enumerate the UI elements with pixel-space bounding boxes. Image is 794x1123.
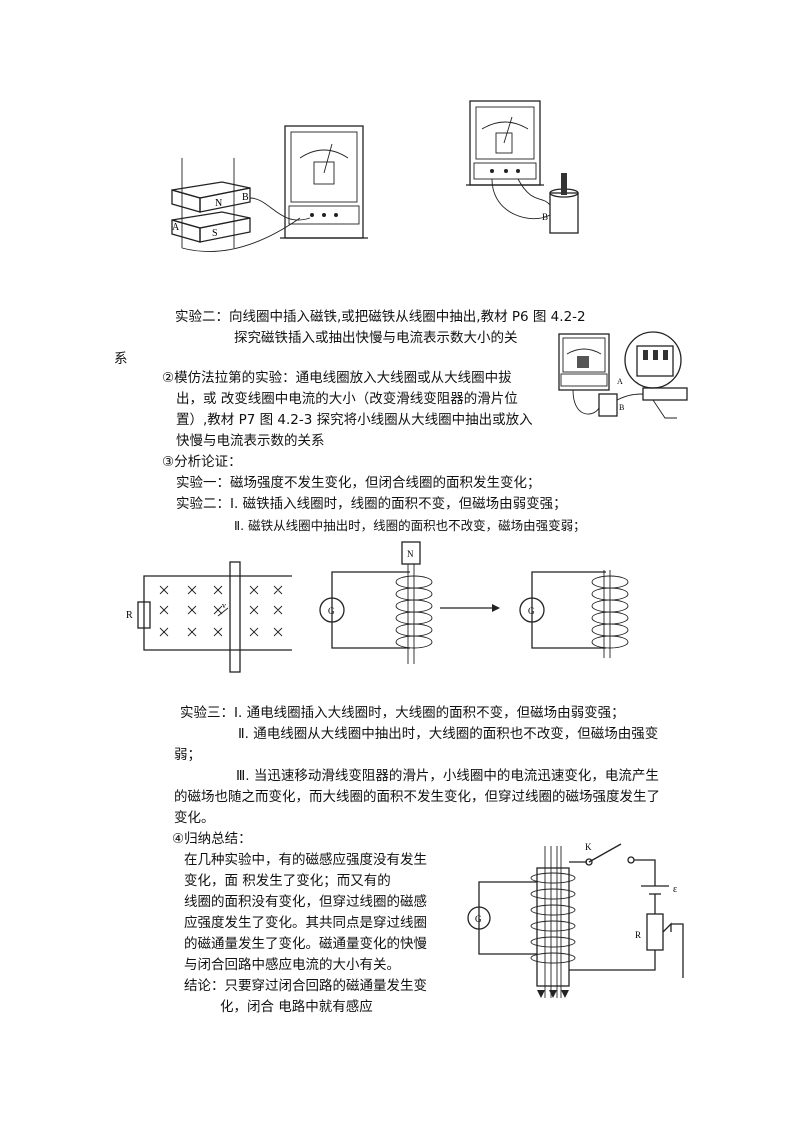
p2-line1: ②模仿法拉第的实验：通电线圈放入大线圈或从大线圈中拔 (162, 370, 512, 386)
p4-line2: 变化，面 积发生了变化；而又有的 (184, 873, 391, 889)
exp3-c2: 的磁场也随之而变化，而大线圈的面积不发生变化，但穿过线圈的磁场强度发生了 (174, 789, 660, 805)
exp3-c3: 变化。 (174, 810, 215, 826)
exp3-b: Ⅱ. 通电线圈从大线圈中抽出时，大线圈的面积也不改变，但磁场由强变 (238, 726, 659, 742)
label-R1: R (126, 610, 133, 621)
label-B3: B (619, 403, 624, 412)
label-S: S (212, 228, 218, 239)
p4-line3: 线圈的面积没有变化，但穿过线圈的磁感 (184, 894, 427, 910)
label-B: B (242, 192, 249, 203)
label-N2: N (407, 549, 414, 559)
exp3-b2: 弱； (174, 747, 201, 763)
p4-line6: 与闭合回路中感应电流的大小有关。 (184, 957, 400, 973)
p4-line4: 应强度发生了变化。其共同点是穿过线圈 (184, 915, 427, 931)
p3-exp2a: 实验二：Ⅰ. 磁铁插入线圈时，线圈的面积不变，但磁场由弱变强； (176, 496, 567, 512)
figure-magnet-galvanometer: N S A B (171, 125, 368, 252)
label-v: v (222, 601, 226, 610)
p4-line5: 的磁通量发生了变化。磁通量变化的快慢 (184, 936, 427, 952)
p3-exp1: 实验一：磁场强度不发生变化，但闭合线圈的面积发生变化； (176, 475, 541, 491)
p2-line4: 快慢与电流表示数的关系 (176, 433, 325, 449)
figure-transformer-circuit: G K ε R (467, 842, 684, 998)
p4-line8: 化，闭合 电路中就有感应 (220, 999, 373, 1015)
label-K: K (585, 842, 592, 852)
p3-title: ③分析论证： (162, 454, 242, 470)
exp2-title: 实验二：向线圈中插入磁铁,或把磁铁从线圈中抽出,教材 P6 图 4.2-2 (175, 309, 586, 325)
label-N: N (215, 198, 222, 209)
p4-title: ④归纳总结： (172, 831, 252, 847)
p2-line3: 置）,教材 P7 图 4.2-3 探究将小线圈从大线圈中抽出或放入 (176, 412, 533, 428)
exp3-a: 实验三：Ⅰ. 通电线圈插入大线圈时，大线圈的面积不变，但磁场由弱变强； (180, 705, 625, 721)
p4-line1: 在几种实验中，有的磁感应强度没有发生 (184, 852, 427, 868)
p3-exp2b: Ⅱ. 磁铁从线圈中抽出时，线圈的面积也不改变，磁场由强变弱； (234, 518, 586, 533)
label-G2: G (528, 606, 535, 616)
p4-line7: 结论：只要穿过闭合回路的磁通量发生变 (184, 978, 427, 994)
label-R2: R (635, 930, 641, 940)
label-A2: A (617, 377, 623, 386)
label-G1: G (328, 606, 335, 616)
exp3-c: Ⅲ. 当迅速移动滑线变阻器的滑片，小线圈中的电流迅速变化，电流产生 (236, 768, 659, 784)
figure-galvanometer-coil: B (466, 100, 579, 234)
label-E: ε (673, 884, 677, 895)
exp2-line2: 探究磁铁插入或抽出快慢与电流表示数大小的关 (234, 330, 518, 346)
p2-line2: 出，或 改变线圈中电流的大小（改变滑线变阻器的滑片位 (176, 391, 518, 407)
exp2-line3: 系 (114, 351, 128, 367)
label-G3: G (475, 914, 482, 924)
label-A: A (172, 222, 180, 233)
figure-induction-row: R v G N G (126, 541, 629, 673)
figure-coil-apparatus: A B (558, 331, 688, 419)
